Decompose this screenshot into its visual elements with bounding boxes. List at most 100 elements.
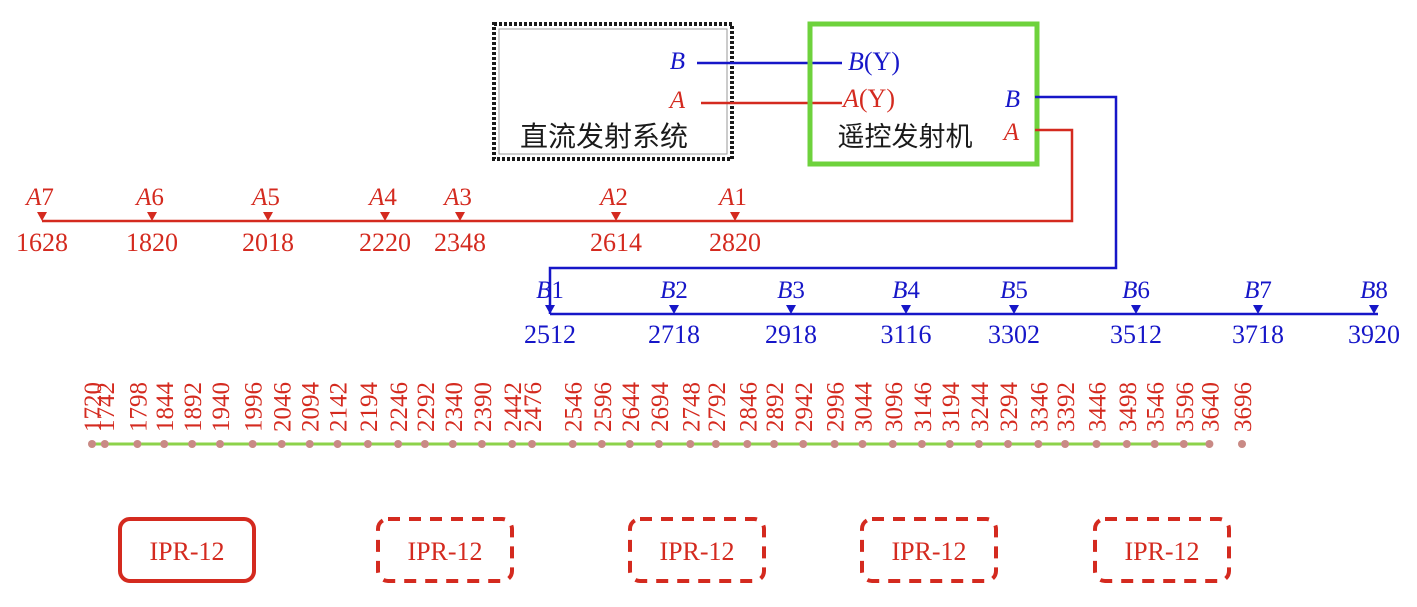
line-a-marker-a4 <box>380 212 390 221</box>
receiver-label-3: IPR-12 <box>659 537 734 566</box>
receiver-point-label-2792: 2792 <box>704 382 731 432</box>
receiver-point-3546 <box>1150 440 1159 448</box>
receiver-box-1 <box>118 517 256 583</box>
receiver-point-label-2748: 2748 <box>678 382 705 432</box>
receiver-point-3096 <box>888 440 897 448</box>
receiver-point-2194 <box>363 440 372 448</box>
line-b-value-b5: 3302 <box>988 320 1040 349</box>
receiver-point-2046 <box>277 440 286 448</box>
dc-system: 直流发射系统 B A <box>492 22 734 161</box>
receiver-point-2390 <box>477 440 486 448</box>
transmitter-out-a-label: A <box>1002 119 1020 146</box>
line-a-station-a7: A7 <box>24 184 54 211</box>
receiver-point-3446 <box>1092 440 1101 448</box>
receiver-point-2792 <box>711 440 720 448</box>
receiver-point-2748 <box>686 440 695 448</box>
dc-system-box <box>492 22 734 161</box>
receiver-point-2246 <box>394 440 403 448</box>
line-b-station-b6: B6 <box>1122 277 1150 304</box>
line-b-value-b1: 2512 <box>524 320 576 349</box>
receiver-point-label-3244: 3244 <box>967 382 994 433</box>
receiver-point-label-1996: 1996 <box>241 382 268 432</box>
receiver-point-3346 <box>1034 440 1043 448</box>
receiver-point-2340 <box>448 440 457 448</box>
line-b-marker-b2 <box>669 305 679 314</box>
receiver-point-3146 <box>917 440 926 448</box>
receiver-point-2596 <box>597 440 606 448</box>
receiver-point-2644 <box>625 440 634 448</box>
receiver-point-3044 <box>858 440 867 448</box>
line-b-value-b4: 3116 <box>880 320 931 349</box>
line-b-value-b2: 2718 <box>648 320 700 349</box>
receiver-point-label-2442: 2442 <box>500 382 527 432</box>
receiver-point-2142 <box>333 440 342 448</box>
line-b-value-b7: 3718 <box>1232 320 1284 349</box>
transmitter-in-b-suffix: (Y) <box>864 47 900 76</box>
receiver-point-3596 <box>1179 440 1188 448</box>
receiver-point-label-3498: 3498 <box>1115 382 1142 432</box>
remote-transmitter: B(Y) A(Y) B A 遥控发射机 <box>807 21 1040 167</box>
transmitter-in-a-label: A(Y) <box>841 84 895 113</box>
receiver-point-label-2996: 2996 <box>823 382 850 432</box>
line-b-marker-b8 <box>1369 305 1379 314</box>
wire-b-transmitter-to-line-b <box>548 95 1118 314</box>
receiver-point-1720 <box>88 440 96 448</box>
receiver-point-label-1940: 1940 <box>208 382 235 432</box>
line-a-marker-a5 <box>263 212 273 221</box>
line-b-marker-b5 <box>1009 305 1019 314</box>
dc-system-label: 直流发射系统 <box>520 120 688 153</box>
receiver-box-4 <box>860 517 998 583</box>
receiver-point-label-1720: 1720 <box>80 382 107 432</box>
line-b-marker-b7 <box>1253 305 1263 314</box>
line-a-station-a6: A6 <box>134 184 164 211</box>
line-b-marker-b4 <box>901 305 911 314</box>
line-b-marker-b3 <box>786 305 796 314</box>
line-b-value-b6: 3512 <box>1110 320 1162 349</box>
line-a-value-a6: 1820 <box>126 228 178 257</box>
line-a-marker-a7 <box>37 212 47 221</box>
receiver-point-2094 <box>305 440 314 448</box>
line-b-station-b5: B5 <box>1000 277 1028 304</box>
receiver-point-label-3446: 3446 <box>1085 382 1112 432</box>
receiver-point-label-3596: 3596 <box>1172 382 1199 432</box>
line-a-marker-a2 <box>611 212 621 221</box>
receiver-point-label-1844: 1844 <box>152 382 179 433</box>
line-b-value-b3: 2918 <box>765 320 817 349</box>
receiver-box-5 <box>1093 517 1231 583</box>
line-a-station-a4: A4 <box>367 184 397 211</box>
receiver-point-label-1742: 1742 <box>93 382 120 432</box>
receiver-point-label-2390: 2390 <box>470 382 497 432</box>
receiver-point-3194 <box>945 440 954 448</box>
receiver-point-2892 <box>770 440 779 448</box>
receiver-label-2: IPR-12 <box>407 537 482 566</box>
receiver-point-1996 <box>248 440 257 448</box>
receiver-point-3244 <box>974 440 983 448</box>
receiver-point-label-2246: 2246 <box>386 382 413 432</box>
line-a-station-a5: A5 <box>250 184 280 211</box>
transmitter-in-b-label: B(Y) <box>848 47 900 76</box>
receiver-point-label-2142: 2142 <box>326 382 353 432</box>
receiver-point-label-2596: 2596 <box>590 382 617 432</box>
receiver-point-label-3294: 3294 <box>996 382 1023 433</box>
receiver-point-label-3146: 3146 <box>910 382 937 432</box>
receiver-point-2694 <box>654 440 663 448</box>
line-a: A71628A61820A52018A42220A32348A22614A128… <box>16 184 761 257</box>
receiver-point-label-3546: 3546 <box>1143 382 1170 432</box>
receiver-point-3498 <box>1122 440 1131 448</box>
line-a-station-a2: A2 <box>598 184 628 211</box>
line-a-value-a2: 2614 <box>590 228 642 257</box>
receiver-point-3640 <box>1205 440 1214 448</box>
receiver-point-label-2476: 2476 <box>520 382 547 432</box>
receiver-point-3696 <box>1238 440 1246 448</box>
receiver-point-label-3096: 3096 <box>881 382 908 432</box>
receiver-point-2476 <box>528 440 536 448</box>
line-b-marker-b1 <box>545 305 555 314</box>
line-b-station-b4: B4 <box>892 277 920 304</box>
receiver-point-2942 <box>799 440 808 448</box>
dc-port-b-label: B <box>670 48 685 75</box>
receiver-point-label-3696: 3696 <box>1230 382 1257 432</box>
receiver-point-label-3194: 3194 <box>938 382 965 433</box>
